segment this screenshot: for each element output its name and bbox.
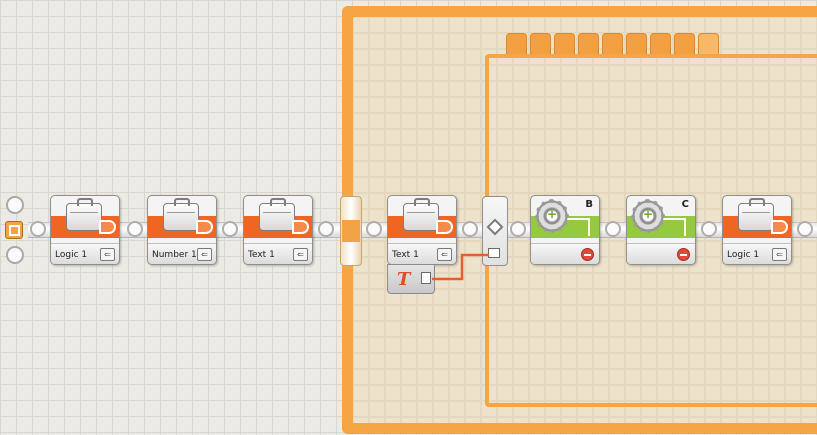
start-point-lower[interactable] (6, 246, 24, 264)
output-port-icon[interactable]: ⇐ (293, 248, 308, 261)
text-output-port[interactable] (421, 272, 431, 284)
output-port-icon[interactable]: ⇐ (100, 248, 115, 261)
switch-tab-active[interactable] (698, 33, 719, 55)
output-port-icon[interactable]: ⇐ (437, 248, 452, 261)
text-constant-hub[interactable]: T (387, 264, 435, 294)
motor-block-c[interactable]: C (626, 195, 696, 265)
output-port-icon[interactable]: ⇐ (772, 248, 787, 261)
briefcase-icon (259, 198, 295, 231)
variable-block-number-1[interactable]: Number 1 ⇐ (147, 195, 217, 265)
switch-tab[interactable] (506, 33, 527, 55)
data-plug-icon (196, 220, 213, 234)
data-plug-icon (436, 220, 453, 234)
briefcase-icon (66, 198, 102, 231)
switch-tab[interactable] (650, 33, 671, 55)
motor-block-b[interactable]: B (530, 195, 600, 265)
variable-block-logic-1[interactable]: Logic 1 ⇐ (50, 195, 120, 265)
block-label: Text 1 (392, 250, 419, 260)
beam-connector (605, 221, 621, 237)
output-port-icon[interactable]: ⇐ (197, 248, 212, 261)
switch-tab[interactable] (554, 33, 575, 55)
beam-connector (222, 221, 238, 237)
data-plug-icon (292, 220, 309, 234)
block-label: Logic 1 (55, 250, 88, 260)
gear-icon (535, 199, 569, 233)
motor-port-letter: C (681, 199, 689, 210)
beam-connector (462, 221, 478, 237)
switch-tab[interactable] (602, 33, 623, 55)
switch-input-port[interactable] (488, 248, 500, 258)
beam-connector (30, 221, 46, 237)
loop-start-connector[interactable] (340, 196, 362, 266)
switch-tabs (506, 33, 719, 55)
switch-tab[interactable] (626, 33, 647, 55)
beam-connector (510, 221, 526, 237)
start-point-icon[interactable] (5, 221, 23, 239)
data-plug-icon (771, 220, 788, 234)
beam-connector (127, 221, 143, 237)
variable-block-text-1-loop[interactable]: Text 1 ⇐ (387, 195, 457, 265)
briefcase-icon (163, 198, 199, 231)
data-plug-icon (99, 220, 116, 234)
block-label: Text 1 (248, 250, 275, 260)
stop-icon (581, 248, 594, 261)
stop-icon (677, 248, 690, 261)
beam-connector (366, 221, 382, 237)
motor-port-letter: B (585, 199, 593, 210)
switch-tab[interactable] (578, 33, 599, 55)
variable-block-logic-1-end[interactable]: Logic 1 ⇐ (722, 195, 792, 265)
variable-block-text-1[interactable]: Text 1 ⇐ (243, 195, 313, 265)
block-label: Logic 1 (727, 250, 760, 260)
text-t-icon: T (397, 269, 411, 290)
switch-tab[interactable] (530, 33, 551, 55)
briefcase-icon (738, 198, 774, 231)
briefcase-icon (403, 198, 439, 231)
start-point-upper[interactable] (6, 196, 24, 214)
gear-icon (631, 199, 665, 233)
beam-connector (797, 221, 813, 237)
beam-connector (318, 221, 334, 237)
switch-tab[interactable] (674, 33, 695, 55)
block-label: Number 1 (152, 250, 197, 260)
beam-connector (701, 221, 717, 237)
